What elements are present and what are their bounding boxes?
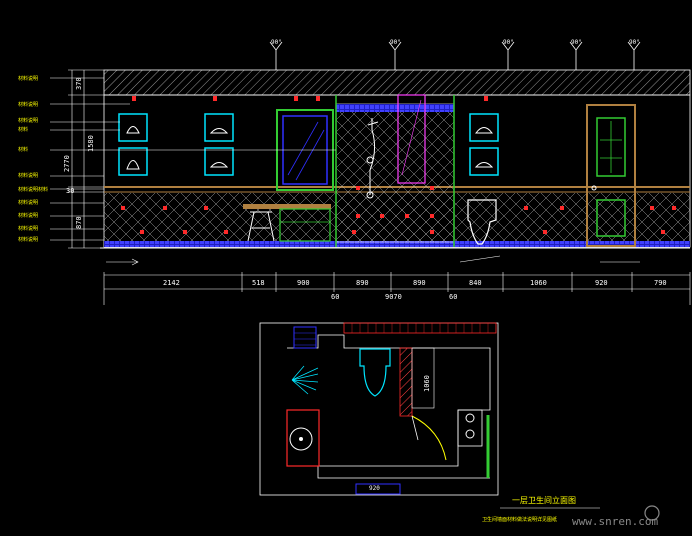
material-label: 材料说明 [18,172,38,179]
ceiling-hatch [103,69,691,96]
dim-segment: 890 [356,279,369,287]
light-label-3: 90° [503,39,514,46]
plan-stair-blue [293,326,317,349]
leader-lines [50,77,336,241]
dim-segment: 890 [413,279,426,287]
shower-valve-2 [366,191,374,199]
material-label: 材料说明 [18,212,38,219]
light-label-2: 90° [390,39,401,46]
picture-frame-6 [469,147,499,176]
shower-mirror-glare [401,99,422,176]
plan-door-leaf [411,415,419,441]
plan-dim-vertical: 1060 [423,375,431,392]
floor-plan-view: 1060 920 一层卫生间立面图 卫生间墙面材料做法说明详见图纸 [259,322,600,523]
light-labels: 90° 90° 90° 90° 90° [271,39,640,46]
dim-segment: 2142 [163,279,180,287]
plan-inner-wall [287,334,491,479]
picture-frame-2 [118,147,148,176]
plan-toilet [359,348,391,397]
vanity-counter [243,204,331,209]
plan-subtitle: 卫生间墙面材料做法说明详见图纸 [482,516,557,523]
light-label-5: 90° [629,39,640,46]
picture-frame-5 [469,113,499,142]
material-labels: 材料说明 材料说明 材料说明 材料 材料 材料说明 材料说明材料 材料说明 材料… [18,75,48,243]
dim-offset-right: 60 [449,293,457,301]
material-label: 材料 [18,146,28,153]
vanity-cabinet [279,208,331,242]
material-label: 材料说明材料 [18,186,48,193]
dim-offset-left: 60 [331,293,339,301]
plan-cabinet-divisions [351,323,489,333]
dim-gap: 30 [66,187,74,195]
shower-valve-1 [366,156,374,164]
dim-segment: 840 [469,279,482,287]
plan-door-swing [411,415,447,461]
wainscot-rosettes [121,186,676,234]
plan-top-cabinet [343,322,497,334]
plan-bottom-bench [355,483,401,495]
dim-total-width: 9070 [385,293,402,301]
dim-segment: 900 [297,279,310,287]
plan-right-cabinet [457,409,483,447]
elevation-view: 90° 90° 90° 90° 90° 材料说明 材料说明 材料说明 材料 [18,39,691,305]
plan-dim-bottom: 920 [369,485,380,492]
watermark: www.snren.com [572,515,658,528]
dim-segment: 1060 [530,279,547,287]
toilet [467,199,497,245]
dim-top: 370 [75,77,83,90]
shower-area [335,103,455,243]
plan-cabinet-fixture-1 [465,413,475,423]
vertical-dimension-lines [68,69,104,249]
door-handle [591,185,597,191]
shower-head [367,118,379,195]
dim-segment: 920 [595,279,608,287]
plan-basin-drain [299,437,303,441]
watermark-logo [644,505,660,521]
plan-vanity [286,409,320,467]
shower-tile-band [336,104,454,112]
material-label: 材料说明 [18,236,38,243]
material-label: 材料说明 [18,199,38,206]
plan-brick-wall [399,347,413,417]
plan-title: 一层卫生间立面图 [512,495,576,505]
sconce-markers [132,96,488,101]
dim-segment: 790 [654,279,667,287]
dim-bottom: 870 [75,216,83,229]
light-label-4: 90° [571,39,582,46]
material-label: 材料说明 [18,225,38,232]
stool [247,211,275,242]
dim-mid: 1580 [87,135,95,152]
door-panel-top [596,117,626,177]
plan-cabinet-fixture-2 [465,429,475,439]
plan-partition [411,347,435,409]
floor-arrows [106,255,640,266]
horizontal-dimension-texts: 2142 518 900 890 890 840 1060 920 790 60… [163,279,667,301]
base-tile-strip [104,241,690,247]
dim-segment: 518 [252,279,265,287]
plan-shower-spray [291,365,319,395]
material-label: 材料 [18,126,28,133]
picture-frame-1 [118,113,148,142]
dim-total: 2770 [63,155,71,172]
plan-basin [289,427,313,451]
door-frame [586,104,636,247]
material-label: 材料说明 [18,117,38,124]
picture-frame-4 [204,147,234,176]
shower-mirror [397,94,426,184]
light-label-1: 90° [271,39,282,46]
plan-stair-lines [294,332,316,346]
material-label: 材料说明 [18,75,38,82]
vanity-mirror-glare-2 [295,129,325,181]
picture-frame-3 [204,113,234,142]
ceiling-lights [269,41,641,70]
door-glass-grid [600,121,622,173]
horizontal-dimension-lines [103,272,691,305]
material-label: 材料说明 [18,101,38,108]
vanity-mirror-glare-1 [287,121,319,176]
door-panel-bottom [596,199,626,237]
